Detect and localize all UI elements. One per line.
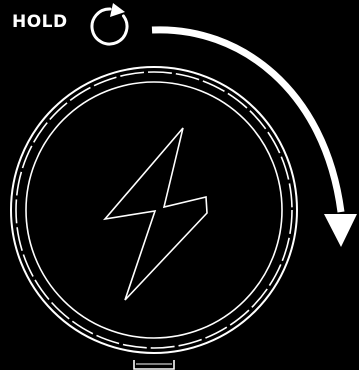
clockwise-arrow-icon: [152, 30, 357, 247]
device-puck: [11, 67, 297, 369]
lightning-bolt-icon: [105, 128, 207, 300]
hold-label: HOLD: [12, 14, 68, 31]
rotate-clockwise-icon: [92, 3, 127, 44]
